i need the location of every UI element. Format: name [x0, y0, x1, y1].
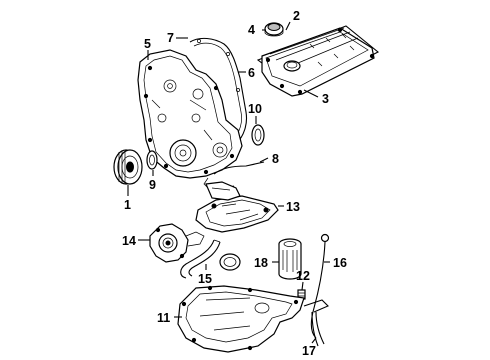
callout-1: 1 [124, 198, 131, 212]
callout-5: 5 [144, 37, 151, 51]
callout-18: 18 [254, 256, 268, 270]
camshaft-seal [251, 124, 265, 146]
timing-cover [137, 49, 243, 179]
valve-cover [256, 25, 380, 97]
callout-7: 7 [167, 31, 174, 45]
callout-3: 3 [322, 92, 329, 106]
dipstick-tube [303, 299, 329, 347]
timing-cover-gasket [189, 37, 248, 153]
callout-6: 6 [248, 66, 255, 80]
callout-8: 8 [272, 152, 279, 166]
callout-17: 17 [302, 344, 316, 358]
callout-4: 4 [248, 23, 255, 37]
callout-16: 16 [333, 256, 347, 270]
callout-10: 10 [248, 102, 262, 116]
oil-pump [149, 223, 205, 263]
oil-filter [278, 238, 302, 280]
callout-15: 15 [198, 272, 212, 286]
front-crank-seal [146, 150, 158, 170]
callout-12: 12 [296, 269, 310, 283]
oil-pump-pickup [195, 181, 279, 233]
callout-14: 14 [122, 234, 136, 248]
oil-pickup-tube [180, 239, 241, 279]
oil-dipstick [310, 233, 330, 339]
oil-filler-cap [264, 22, 284, 37]
callout-9: 9 [149, 178, 156, 192]
callouts: 1 2 3 4 5 6 7 8 9 10 11 12 13 14 15 16 1… [122, 9, 347, 358]
callout-11: 11 [157, 311, 170, 325]
callout-13: 13 [286, 200, 300, 214]
callout-2: 2 [293, 9, 300, 23]
leader-lines [127, 21, 330, 344]
crankshaft-pulley [113, 149, 143, 185]
oil-pan [177, 285, 305, 353]
